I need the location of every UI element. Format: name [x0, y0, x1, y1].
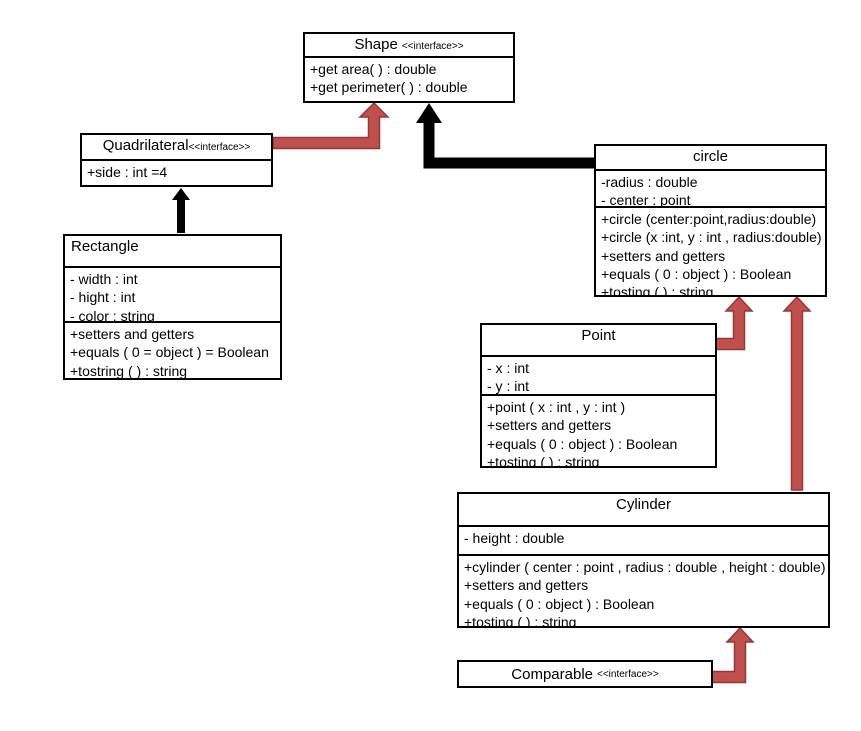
class-box-comparable: Comparable <<interface>>	[457, 660, 713, 688]
class-name: Quadrilateral	[102, 137, 189, 154]
methods-compartment: +get area( ) : double +get perimeter( ) …	[305, 56, 513, 101]
methods-compartment: +cylinder ( center : point , radius : do…	[459, 554, 828, 626]
attribute-line: - y : int	[487, 378, 530, 394]
attribute-line: +side : int =4	[87, 164, 168, 180]
stereotype-label: <<interface>>	[188, 142, 251, 153]
methods-compartment: +point ( x : int , y : int ) +setters an…	[482, 394, 715, 466]
class-name: Shape	[354, 36, 398, 53]
class-box-point: Point - x : int - y : int +point ( x : i…	[480, 323, 717, 468]
attribute-line: - hight : int	[70, 289, 136, 306]
class-name: circle	[692, 148, 728, 165]
method-line: +setters and getters	[464, 577, 589, 594]
class-title-point: Point	[482, 325, 715, 355]
method-line: +equals ( 0 : object ) : Boolean	[487, 435, 678, 452]
method-line: +get perimeter( ) : double	[310, 79, 468, 96]
attribute-line: - color : string	[70, 307, 155, 321]
attribute-line: - height : double	[464, 530, 565, 546]
method-line: +setters and getters	[487, 417, 612, 434]
inheritance-arrow-circle-to-shape	[416, 103, 594, 169]
stereotype-label: <<interface>>	[401, 41, 464, 52]
attributes-compartment: - width : int - hight : int - color : st…	[65, 266, 280, 321]
attributes-compartment: - x : int - y : int	[482, 355, 715, 394]
class-name: Rectangle	[71, 238, 139, 255]
method-line: +setters and getters	[601, 247, 726, 264]
attribute-line: - width : int	[70, 271, 138, 287]
methods-compartment: +setters and getters +equals ( 0 = objec…	[65, 321, 280, 378]
class-title-rectangle: Rectangle	[65, 236, 280, 266]
method-line: +equals ( 0 : object ) : Boolean	[464, 595, 655, 612]
inheritance-arrow-quadrilateral-to-shape	[272, 101, 390, 150]
class-title-quadrilateral: Quadrilateral<<interface>>	[82, 135, 271, 159]
methods-compartment: +circle (center:point,radius:double) +ci…	[596, 206, 825, 295]
class-title-circle: circle	[596, 146, 825, 169]
attributes-compartment: - height : double	[459, 525, 828, 554]
class-box-rectangle: Rectangle - width : int - hight : int - …	[63, 234, 282, 380]
inheritance-arrow-comparable-to-cylinder	[711, 626, 755, 684]
inheritance-arrow-cylinder-to-circle	[782, 295, 812, 491]
class-title-comparable: Comparable <<interface>>	[459, 662, 711, 686]
class-name: Point	[581, 327, 616, 344]
method-line: +tosting ( ) : string	[464, 613, 577, 626]
method-line: +equals ( 0 : object ) : Boolean	[601, 265, 792, 282]
inheritance-arrow-rectangle-to-quadrilateral	[172, 188, 190, 233]
attribute-line: -radius : double	[601, 174, 698, 190]
inheritance-arrow-point-to-circle	[715, 295, 754, 351]
class-box-quadrilateral: Quadrilateral<<interface>> +side : int =…	[80, 133, 273, 187]
attribute-line: - x : int	[487, 360, 530, 376]
method-line: +get area( ) : double	[310, 61, 437, 77]
method-line: +tostring ( ) : string	[70, 362, 188, 378]
method-line: +equals ( 0 = object ) = Boolean	[70, 344, 269, 361]
method-line: +tosting ( ) : string	[601, 284, 714, 295]
class-name: Comparable	[511, 665, 593, 683]
class-name: Cylinder	[615, 496, 672, 513]
class-title-shape: Shape<<interface>>	[305, 34, 513, 56]
method-line: +point ( x : int , y : int )	[487, 399, 626, 415]
method-line: +cylinder ( center : point , radius : do…	[464, 559, 826, 575]
method-line: +circle (x :int, y : int , radius:double…	[601, 229, 822, 246]
class-box-shape: Shape<<interface>> +get area( ) : double…	[303, 32, 515, 103]
method-line: +circle (center:point,radius:double)	[601, 211, 817, 227]
class-box-cylinder: Cylinder - height : double +cylinder ( c…	[457, 492, 830, 628]
method-line: +tosting ( ) : string	[487, 453, 600, 466]
attribute-line: - center : point	[601, 192, 691, 206]
attributes-compartment: +side : int =4	[82, 159, 271, 185]
class-box-circle: circle -radius : double - center : point…	[594, 144, 827, 297]
attributes-compartment: -radius : double - center : point	[596, 169, 825, 206]
class-title-cylinder: Cylinder	[459, 494, 828, 525]
stereotype-label: <<interface>>	[597, 668, 659, 680]
method-line: +setters and getters	[70, 326, 195, 342]
